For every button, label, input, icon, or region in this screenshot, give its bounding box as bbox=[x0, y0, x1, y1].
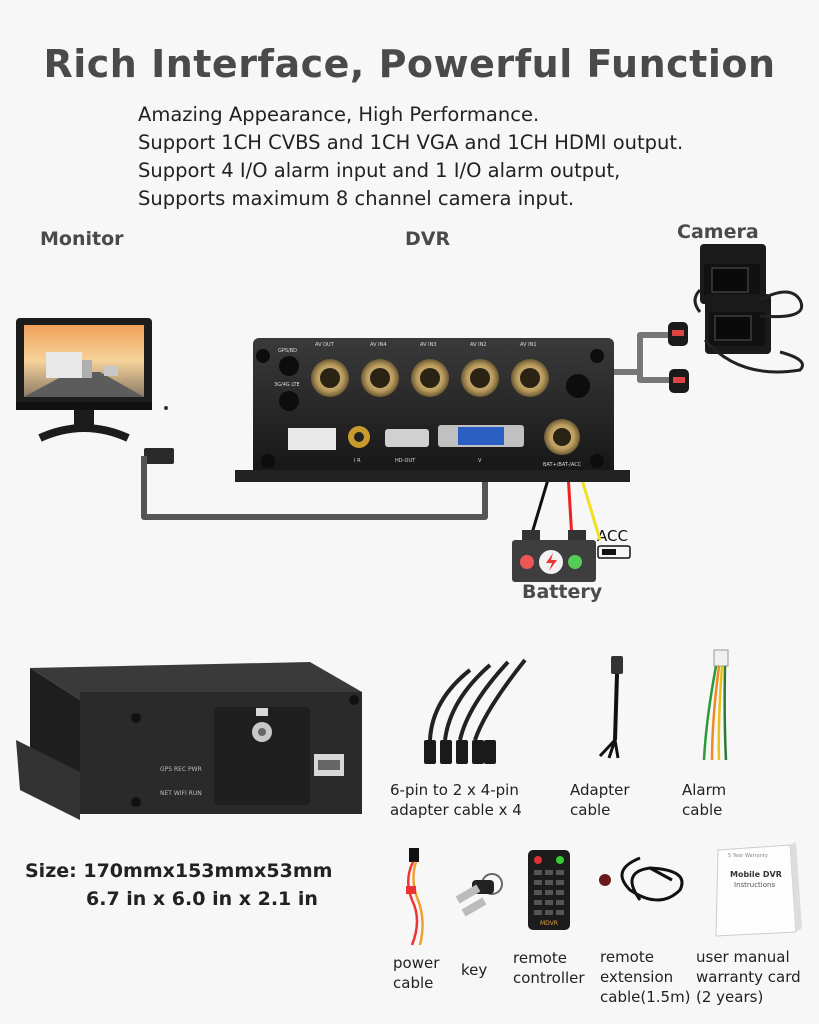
hdmi-label: HD-OUT bbox=[395, 458, 416, 464]
dvr-label: DVR bbox=[405, 228, 451, 250]
manual-icon bbox=[715, 842, 802, 937]
caption-key: key bbox=[461, 961, 488, 979]
power-cable-icon bbox=[406, 848, 424, 946]
manual-title: Mobile DVR bbox=[730, 870, 782, 879]
adapter-cable-icon bbox=[598, 656, 623, 759]
adapter-cable-connectors bbox=[424, 740, 496, 764]
ir-label: I R bbox=[354, 458, 361, 464]
caption-extension-cable: remote extension cable(1.5m) bbox=[600, 948, 691, 1006]
caption-6pin-adapter: 6-pin to 2 x 4-pin adapter cable x 4 bbox=[390, 781, 522, 819]
page-title: Rich Interface, Powerful Function bbox=[43, 42, 776, 86]
battery-icon bbox=[512, 530, 596, 582]
port-label-av-in2: AV IN2 bbox=[470, 342, 487, 348]
size-metric: Size: 170mmx153mmx53mm bbox=[25, 860, 333, 882]
caption-power-cable: power cable bbox=[393, 954, 440, 992]
extension-cable-icon bbox=[599, 856, 684, 902]
monitor-icon bbox=[16, 318, 174, 464]
feature-line-3: Support 4 I/O alarm input and 1 I/O alar… bbox=[138, 159, 621, 182]
camera-icon bbox=[668, 244, 804, 393]
dvr-product-image bbox=[16, 662, 362, 820]
adapter-cable-6pin-icon bbox=[428, 658, 527, 741]
manual-small-text: 5 Year Warranty bbox=[728, 853, 768, 859]
lte-label: 3G/4G LTE bbox=[274, 382, 300, 388]
battery-label: Battery bbox=[522, 581, 603, 603]
caption-alarm-cable: Alarm cable bbox=[682, 781, 727, 819]
port-label-av-in4: AV IN4 bbox=[370, 342, 387, 348]
caption-user-manual: user manual warranty card (2 years) bbox=[696, 948, 801, 1006]
size-imperial: 6.7 in x 6.0 in x 2.1 in bbox=[86, 888, 318, 910]
key-icon bbox=[455, 873, 503, 917]
manual-subtitle: Instructions bbox=[734, 881, 776, 889]
feature-line-2: Support 1CH CVBS and 1CH VGA and 1CH HDM… bbox=[138, 131, 684, 154]
led-label-top: GPS REC PWR bbox=[160, 766, 202, 773]
gps-label: GPS/BD bbox=[278, 348, 298, 354]
port-label-av-in1: AV IN1 bbox=[520, 342, 537, 348]
power-port-label: BAT+/BAT-/ACC bbox=[543, 462, 582, 468]
remote-icon bbox=[528, 850, 570, 930]
caption-adapter-cable: Adapter cable bbox=[570, 781, 630, 819]
feature-line-4: Supports maximum 8 channel camera input. bbox=[138, 187, 575, 210]
remote-brand: MDVR bbox=[540, 920, 558, 927]
caption-remote-controller: remote controller bbox=[513, 949, 585, 987]
led-label-bottom: NET WIFI RUN bbox=[160, 790, 202, 797]
acc-label: ACC bbox=[597, 527, 628, 545]
port-label-av-out: AV OUT bbox=[315, 342, 334, 348]
dvr-front-panel bbox=[235, 338, 630, 482]
port-label-av-in3: AV IN3 bbox=[420, 342, 437, 348]
monitor-label: Monitor bbox=[40, 228, 124, 250]
camera-label: Camera bbox=[677, 221, 759, 243]
alarm-cable-icon bbox=[702, 649, 729, 761]
acc-switch-icon bbox=[597, 545, 631, 559]
feature-line-1: Amazing Appearance, High Performance. bbox=[138, 103, 540, 126]
vga-label: V bbox=[478, 458, 482, 464]
